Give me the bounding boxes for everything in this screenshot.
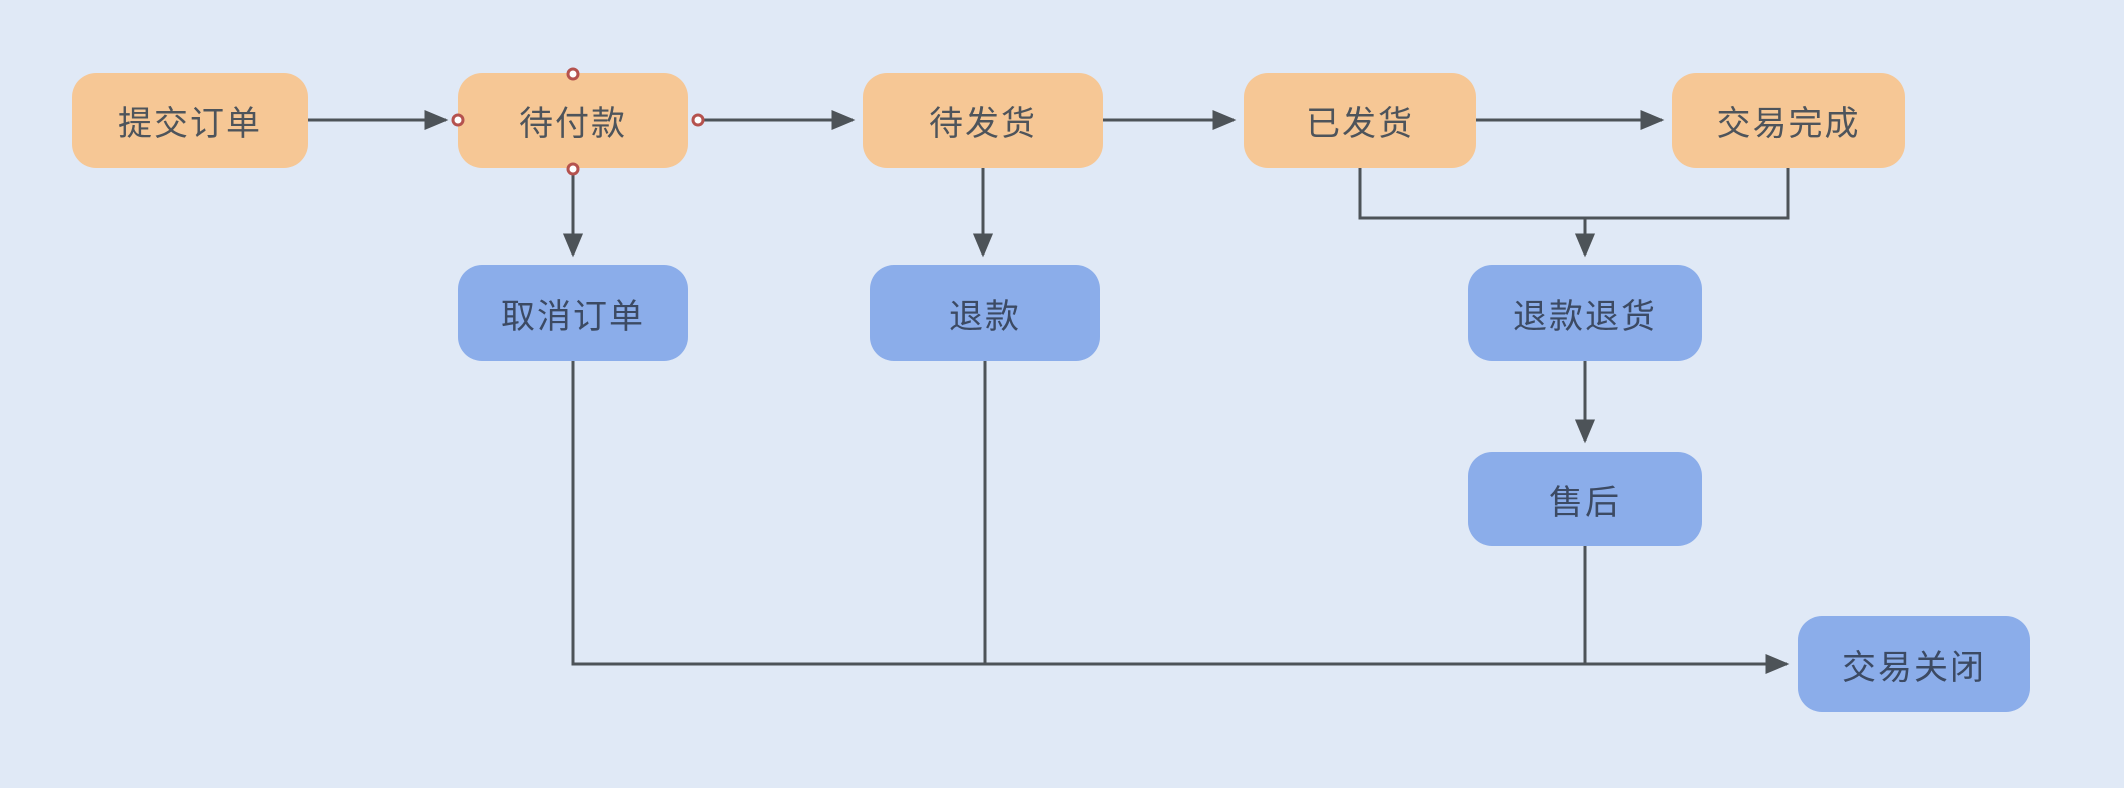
node-label: 售后 (1549, 483, 1621, 522)
node-label: 退款 (949, 297, 1021, 336)
node-label: 提交订单 (118, 105, 262, 143)
node-label: 待付款 (519, 105, 627, 143)
node-pending-payment[interactable]: 待付款 (458, 73, 688, 168)
anchor-handle-left[interactable] (451, 113, 465, 127)
node-refund-return[interactable]: 退款退货 (1468, 265, 1702, 361)
node-after-sales[interactable]: 售后 (1468, 452, 1702, 546)
node-pending-shipment[interactable]: 待发货 (863, 73, 1103, 168)
node-submit-order[interactable]: 提交订单 (72, 73, 308, 168)
node-label: 取消订单 (501, 297, 645, 336)
node-label: 退款退货 (1513, 297, 1657, 336)
edge-shipped-to-refund-return[interactable] (1358, 168, 1596, 258)
node-transaction-complete[interactable]: 交易完成 (1672, 73, 1905, 168)
node-label: 待发货 (929, 105, 1037, 143)
anchor-handle-top[interactable] (566, 67, 580, 81)
node-shipped[interactable]: 已发货 (1244, 73, 1476, 168)
node-label: 交易完成 (1716, 105, 1861, 143)
node-cancel-order[interactable]: 取消订单 (458, 265, 688, 361)
node-refund[interactable]: 退款 (870, 265, 1100, 361)
edge-cancel-order-to-transaction-closed[interactable] (571, 361, 1790, 675)
anchor-handle-bottom[interactable] (566, 162, 580, 176)
node-label: 已发货 (1306, 105, 1414, 143)
edge-transaction-complete-to-refund-return[interactable] (1583, 168, 1790, 220)
node-label: 交易关闭 (1842, 648, 1986, 687)
node-transaction-closed[interactable]: 交易关闭 (1798, 616, 2030, 712)
anchor-handle-right[interactable] (691, 113, 705, 127)
